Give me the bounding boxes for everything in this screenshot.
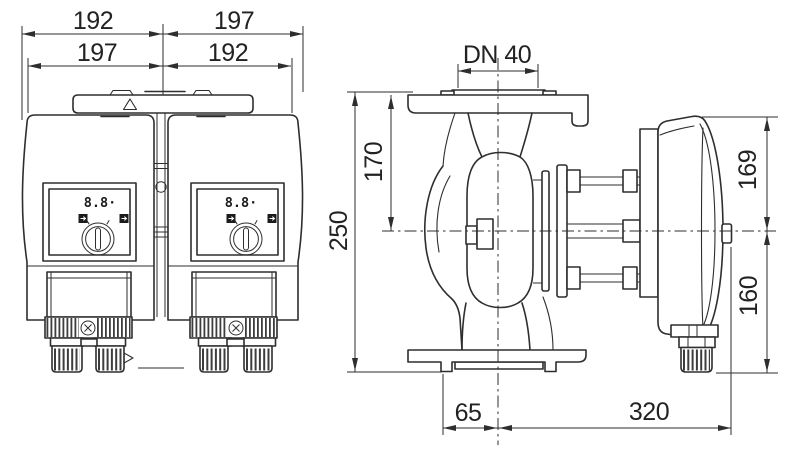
- control-panel-right: 8.8·: [190, 182, 285, 262]
- button-right-1: [226, 214, 236, 223]
- screw-left: [80, 320, 96, 336]
- adapter-plate: [639, 128, 659, 298]
- ribbed-band-left: [44, 316, 133, 339]
- stud-nut: [566, 169, 581, 193]
- side-knob: [721, 223, 733, 244]
- stud-nut: [622, 169, 638, 193]
- channel-screw: [155, 181, 167, 193]
- knob-left: [81, 219, 115, 256]
- pump-housing: [423, 112, 554, 351]
- cable-glands-left: [49, 337, 127, 373]
- dim-197-bottom-left: 197: [77, 39, 117, 67]
- dim-192-top-left: 192: [73, 7, 113, 35]
- dim-169: 169: [734, 150, 762, 190]
- display-right: 8.8·: [225, 195, 258, 211]
- front-view: 8.8· 8.8·: [21, 7, 304, 373]
- stud-nut: [566, 266, 581, 290]
- volute: [466, 151, 534, 309]
- head-terminal: [670, 324, 719, 338]
- bottom-flange: [407, 349, 587, 373]
- ribbed-band-right: [189, 316, 278, 339]
- pump-top-cap: [72, 94, 254, 114]
- gland-bridge-left: [80, 338, 98, 347]
- display-left: 8.8·: [84, 195, 117, 211]
- knob-right: [229, 219, 263, 256]
- screw-right: [228, 320, 244, 336]
- motor-coupling: [541, 164, 641, 298]
- dim-197-top-right: 197: [214, 7, 254, 35]
- side-view: DN 40 250 170 169 160: [325, 41, 778, 445]
- flow-triangle-icon: [123, 352, 134, 364]
- dim-dn40: DN 40: [463, 41, 531, 69]
- dim-192-bottom-right: 192: [208, 39, 248, 67]
- dim-65: 65: [455, 399, 482, 427]
- button-left-2: [119, 214, 129, 223]
- dim-160: 160: [735, 276, 763, 316]
- stud-nut: [622, 266, 638, 290]
- button-left-1: [78, 214, 88, 223]
- terminal-box-right: [191, 271, 277, 318]
- motor-head: [639, 115, 733, 373]
- side-view-dimensions: DN 40 250 170 169 160: [325, 41, 778, 435]
- button-right-2: [267, 214, 277, 223]
- vent-triangle-icon: [122, 98, 138, 111]
- terminal-box-left: [46, 271, 132, 318]
- cable-glands-right: [197, 337, 277, 373]
- dim-320: 320: [629, 398, 669, 426]
- control-panel-left: 8.8·: [42, 182, 137, 262]
- center-channel: [154, 113, 168, 317]
- cap-tab-left: [109, 89, 134, 96]
- cap-tab-right: [192, 89, 213, 96]
- front-view-dimensions: 192 197 197 192: [21, 7, 304, 120]
- dim-170: 170: [360, 142, 388, 182]
- gland-bridge-right: [226, 338, 245, 347]
- dim-250: 250: [325, 211, 353, 251]
